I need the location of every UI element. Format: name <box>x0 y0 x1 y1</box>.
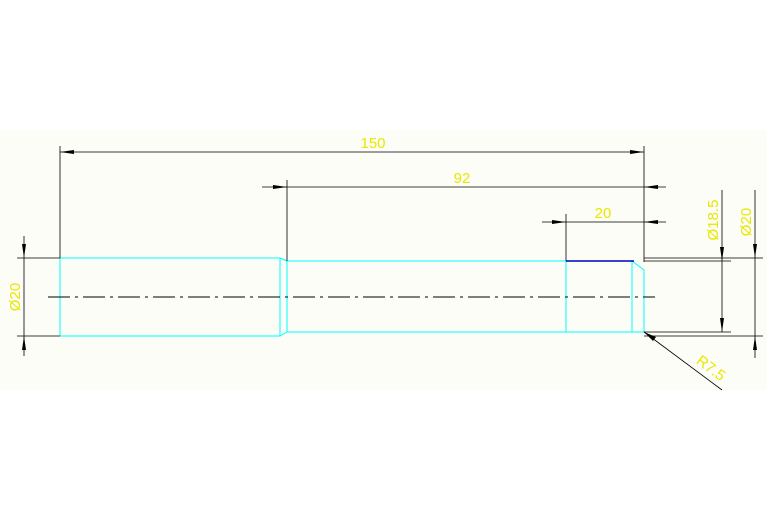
arrow-left-dia-bottom <box>22 336 26 350</box>
arrow-92-left <box>273 185 287 189</box>
radius-leader-line <box>643 331 723 391</box>
arrow-right-outer-top <box>753 244 757 258</box>
dim-text-right-outer-dia: Ø20 <box>738 208 755 236</box>
drawing-band <box>0 130 767 390</box>
arrow-20-right <box>644 220 658 224</box>
arrow-150-right <box>630 150 644 154</box>
arrow-right-inner-top <box>720 247 724 261</box>
dim-text-left-dia: Ø20 <box>7 283 24 311</box>
dimension-arrowheads <box>22 150 757 350</box>
arrow-150-left <box>60 150 74 154</box>
arrow-20-left <box>552 220 566 224</box>
arrow-radius <box>644 332 656 341</box>
right-end-chamfer <box>631 260 645 332</box>
arrow-right-outer-bottom <box>753 336 757 350</box>
dim-text-150: 150 <box>360 135 385 152</box>
arrow-left-dia-top <box>22 244 26 258</box>
dim-text-92: 92 <box>454 170 471 187</box>
arrow-92-right <box>644 185 658 189</box>
dim-text-20: 20 <box>595 205 612 222</box>
arrow-right-inner-bottom <box>720 318 724 332</box>
dim-text-right-inner-dia: Ø18.5 <box>705 200 722 241</box>
